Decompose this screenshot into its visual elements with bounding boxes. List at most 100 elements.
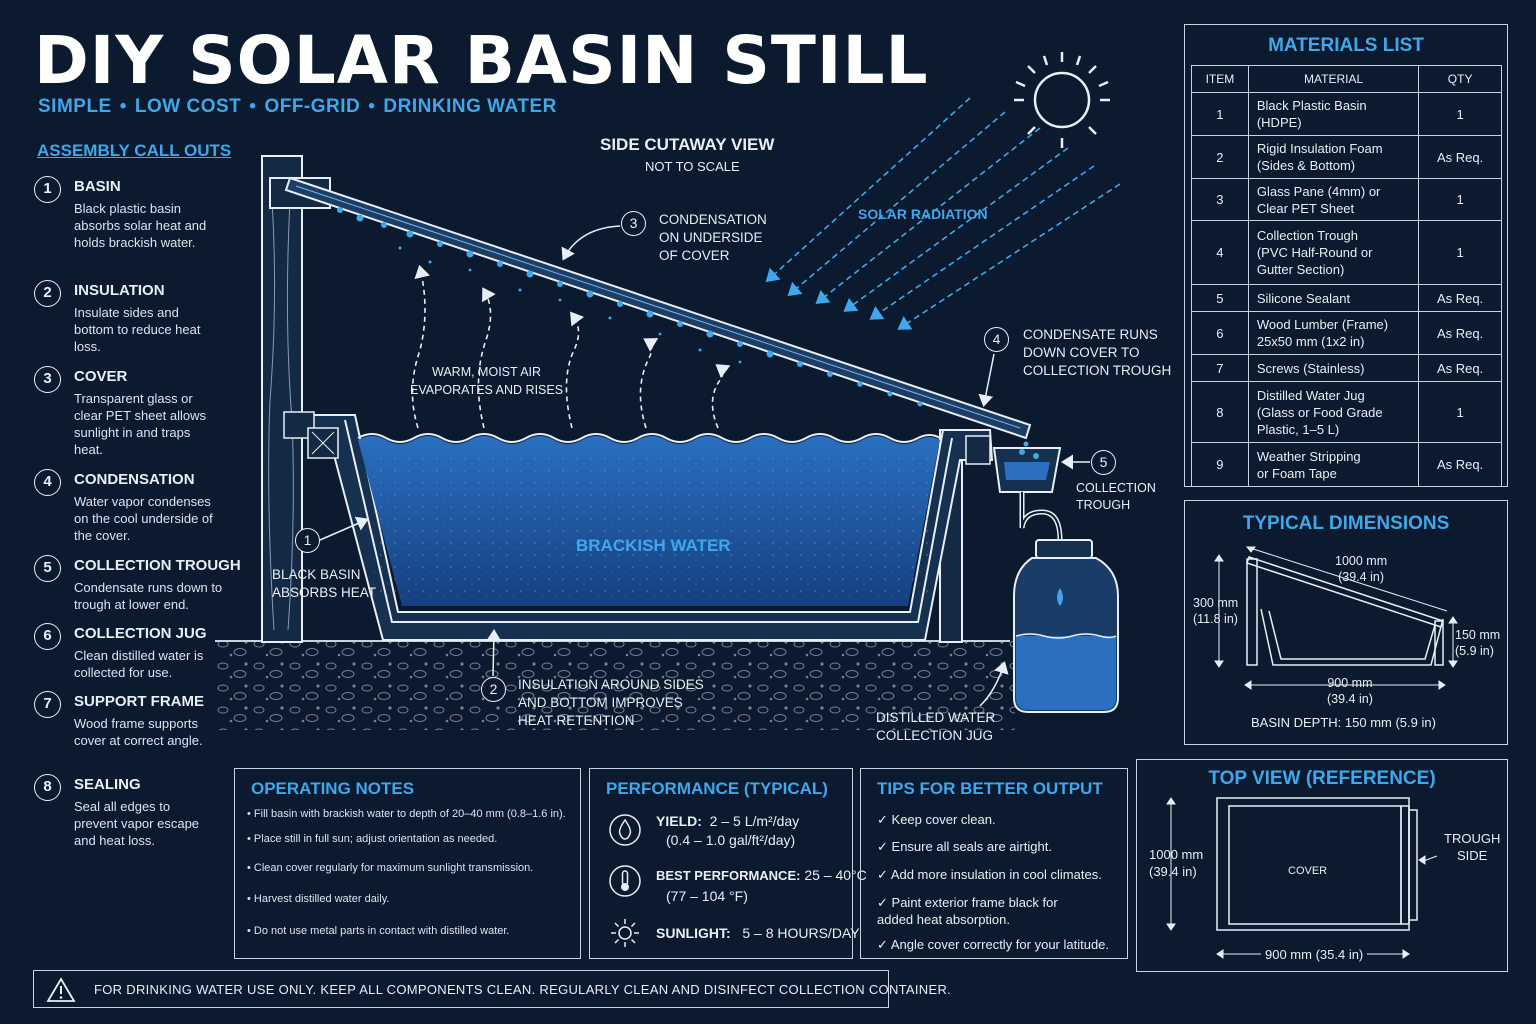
basin-line: BLACK BASIN bbox=[272, 567, 361, 582]
list-item: ✓ Add more insulation in cool climates. bbox=[877, 866, 1102, 883]
performance-box: PERFORMANCE (TYPICAL) YIELD: 2 – 5 L/m²/… bbox=[589, 768, 867, 959]
diagram-callout-3: 3 bbox=[621, 211, 646, 236]
callout-number: 1 bbox=[34, 176, 61, 203]
callout-title: BASIN bbox=[74, 178, 121, 195]
note-text: Clean cover regularly for maximum sunlig… bbox=[253, 862, 534, 874]
dim-height-mm: 300 mm bbox=[1193, 596, 1239, 610]
tips-box: TIPS FOR BETTER OUTPUT ✓ Keep cover clea… bbox=[860, 768, 1128, 959]
yield-alt: (0.4 – 1.0 gal/ft²/day) bbox=[666, 832, 796, 848]
qty-cell: As Req. bbox=[1418, 311, 1502, 355]
callout-number: 4 bbox=[34, 469, 61, 496]
check-icon: ✓ bbox=[877, 937, 888, 952]
qty-cell: As Req. bbox=[1418, 135, 1502, 179]
view-subtitle: NOT TO SCALE bbox=[645, 159, 740, 174]
note-text: Place still in full sun; adjust orientat… bbox=[253, 833, 498, 845]
insulation-line: HEAT RETENTION bbox=[518, 713, 635, 728]
item-cell: 4 bbox=[1191, 220, 1249, 285]
top-view-panel: TOP VIEW (REFERENCE) 1000 mm (39.4 in) C… bbox=[1136, 759, 1508, 972]
dim-low-in: (5.9 in) bbox=[1455, 644, 1494, 658]
item-cell: 1 bbox=[1191, 92, 1249, 136]
condensate-line: COLLECTION TROUGH bbox=[1023, 363, 1172, 378]
condensation-line: CONDENSATION bbox=[659, 212, 767, 227]
dimensions-title: TYPICAL DIMENSIONS bbox=[1242, 513, 1450, 534]
item-cell: 9 bbox=[1191, 442, 1249, 487]
qty-cell: As Req. bbox=[1418, 284, 1502, 312]
separator-dot: • bbox=[249, 96, 257, 117]
item-cell: 3 bbox=[1191, 178, 1249, 221]
callout-desc: Clean distilled water is collected for u… bbox=[74, 648, 204, 680]
table-row: 1 Black Plastic Basin(HDPE) 1 bbox=[1191, 92, 1502, 136]
material-line: Rigid Insulation Foam bbox=[1256, 141, 1383, 156]
material-line: Weather Stripping bbox=[1256, 448, 1361, 464]
brackish-water-label: BRACKISH WATER bbox=[576, 536, 731, 555]
tip-text: Angle cover correctly for your latitude. bbox=[890, 937, 1110, 952]
subtitle-off-grid: OFF-GRID bbox=[264, 96, 361, 117]
top-view-drawing bbox=[1166, 797, 1438, 959]
table-row: 7 Screws (Stainless) As Req. bbox=[1191, 354, 1502, 382]
best-alt: (77 – 104 °F) bbox=[666, 888, 748, 904]
material-line: Glass Pane (4mm) or bbox=[1256, 183, 1381, 199]
warning-bar: FOR DRINKING WATER USE ONLY. KEEP ALL CO… bbox=[33, 970, 951, 1008]
condensation-line: ON UNDERSIDE bbox=[659, 230, 763, 245]
jug-line: DISTILLED WATER bbox=[876, 710, 996, 725]
top-length-in: (39.4 in) bbox=[1149, 864, 1197, 879]
qty-cell: As Req. bbox=[1418, 442, 1502, 487]
dim-width-in: (39.4 in) bbox=[1327, 692, 1373, 706]
view-title: SIDE CUTAWAY VIEW bbox=[600, 135, 775, 154]
table-row: 2 Rigid Insulation Foam(Sides & Bottom) … bbox=[1191, 135, 1502, 179]
dim-width-mm: 900 mm bbox=[1327, 676, 1373, 690]
table-header-row: ITEM MATERIAL QTY bbox=[1191, 65, 1502, 93]
material-line: (Sides & Bottom) bbox=[1256, 158, 1356, 173]
material-cell: Rigid Insulation Foam (Sides & Bottom) bbox=[1247, 135, 1420, 179]
callout-number: 7 bbox=[34, 691, 61, 718]
yield-label: YIELD: bbox=[656, 813, 702, 829]
callout-number: 6 bbox=[34, 623, 61, 650]
col-qty: QTY bbox=[1418, 65, 1502, 93]
collection-jug-graphic bbox=[1013, 539, 1119, 713]
top-view-width: 900 mm (35.4 in) bbox=[1261, 946, 1368, 964]
material-line: (HDPE) bbox=[1256, 115, 1302, 130]
sunlight-value: 5 – 8 HOURS/DAY bbox=[742, 925, 860, 941]
table-row: 8 Distilled Water Jug(Glass or Food Grad… bbox=[1191, 381, 1502, 443]
insulation-label: INSULATION AROUND SIDES AND BOTTOM IMPRO… bbox=[518, 676, 704, 730]
list-item: ✓ Paint exterior frame black for added h… bbox=[877, 894, 1087, 928]
check-icon: ✓ bbox=[877, 895, 888, 910]
subtitle-low-cost: LOW COST bbox=[134, 96, 242, 117]
item-cell: 2 bbox=[1191, 135, 1249, 179]
sunlight-label: SUNLIGHT: bbox=[656, 925, 731, 941]
tip-text: Ensure all seals are airtight. bbox=[891, 839, 1052, 854]
material-cell: Screws (Stainless) bbox=[1247, 354, 1420, 382]
best-value: 25 – 40°C bbox=[804, 867, 867, 883]
callout-desc: Seal all edges to prevent vapor escape a… bbox=[74, 799, 200, 848]
list-item: • Fill basin with brackish water to dept… bbox=[247, 808, 566, 820]
callout-desc: Water vapor condenses on the cool unders… bbox=[74, 494, 213, 543]
cover-label: COVER bbox=[1288, 865, 1328, 877]
warm-air-line: EVAPORATES AND RISES bbox=[410, 383, 564, 397]
dim-length-in: (39.4 in) bbox=[1338, 570, 1384, 584]
best-performance-block: BEST PERFORMANCE: 25 – 40°C (77 – 104 °F… bbox=[656, 865, 867, 906]
check-icon: ✓ bbox=[877, 839, 888, 854]
solar-radiation-label: SOLAR RADIATION bbox=[858, 206, 988, 222]
item-cell: 5 bbox=[1191, 284, 1249, 312]
dim-height: 300 mm (11.8 in) bbox=[1193, 595, 1238, 627]
material-line: (Glass or Food Grade bbox=[1256, 404, 1383, 420]
dim-width: 900 mm (39.4 in) bbox=[1327, 675, 1373, 707]
materials-title: MATERIALS LIST bbox=[1268, 35, 1424, 56]
material-line: Collection Trough bbox=[1256, 228, 1359, 243]
subtitle-drinking-water: DRINKING WATER bbox=[383, 96, 557, 117]
condensation-line: OF COVER bbox=[659, 248, 730, 263]
operating-notes-title: OPERATING NOTES bbox=[251, 779, 415, 798]
thermometer-icon bbox=[609, 865, 641, 897]
note-text: Do not use metal parts in contact with d… bbox=[253, 925, 510, 937]
callout-title: SEALING bbox=[74, 776, 141, 793]
callout-title: SUPPORT FRAME bbox=[74, 693, 205, 710]
callout-number: 3 bbox=[34, 366, 61, 393]
material-line: Gutter Section) bbox=[1256, 262, 1345, 277]
basin-line: ABSORBS HEAT bbox=[272, 585, 377, 600]
yield-block: YIELD: 2 – 5 L/m²/day (0.4 – 1.0 gal/ft²… bbox=[656, 812, 799, 850]
trough-line: TROUGH bbox=[1076, 498, 1131, 512]
table-row: 6 Wood Lumber (Frame)25x50 mm (1x2 in) A… bbox=[1191, 311, 1502, 355]
material-line: Clear PET Sheet bbox=[1256, 200, 1355, 216]
